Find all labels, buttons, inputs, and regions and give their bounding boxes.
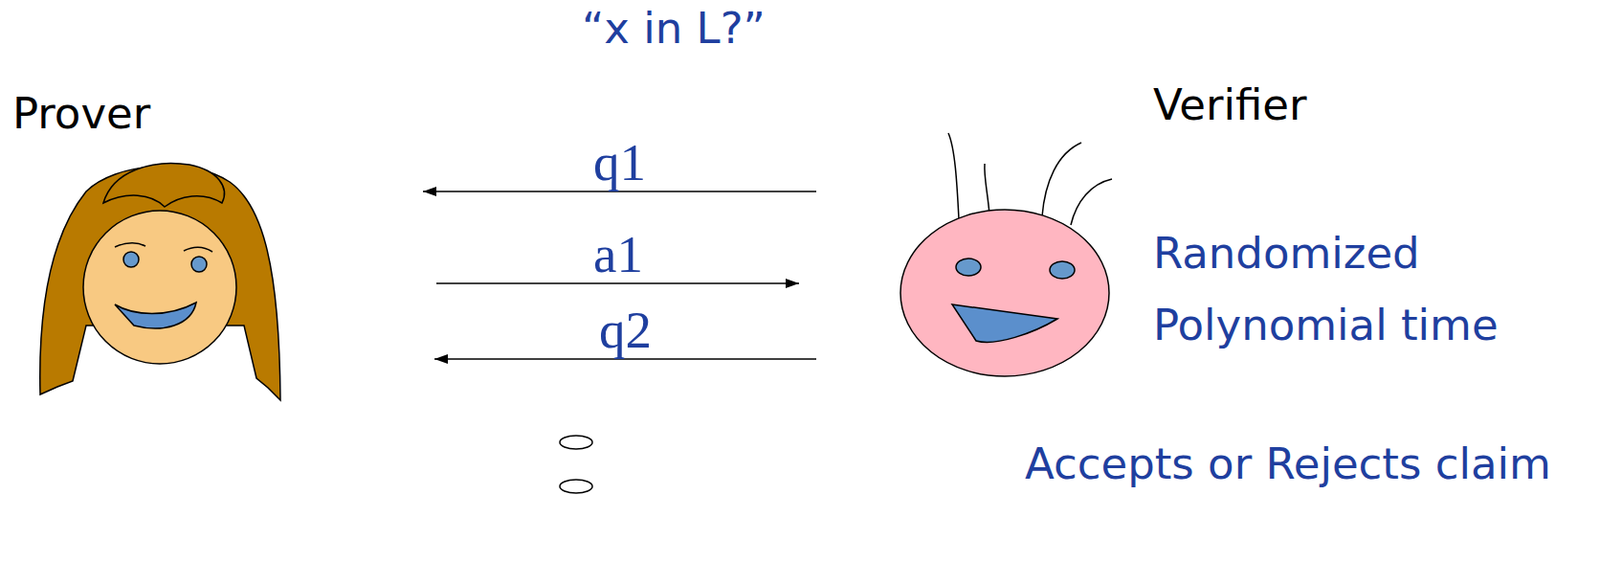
ellipsis-dot [559,435,593,449]
message-label: a1 [589,227,647,281]
question-text: “x in L?” [581,3,766,54]
prover-figure: Prover [12,84,422,405]
ellipsis-dot [559,479,593,493]
message-label: q1 [589,135,650,189]
verifier-note: Randomized Polynomial time [1153,217,1584,361]
role-name: Verifier [1153,80,1308,131]
role-name: Prover [12,88,151,139]
message-label: q2 [595,303,656,356]
outcome-note: Accepts or Rejects claim [1024,430,1590,497]
